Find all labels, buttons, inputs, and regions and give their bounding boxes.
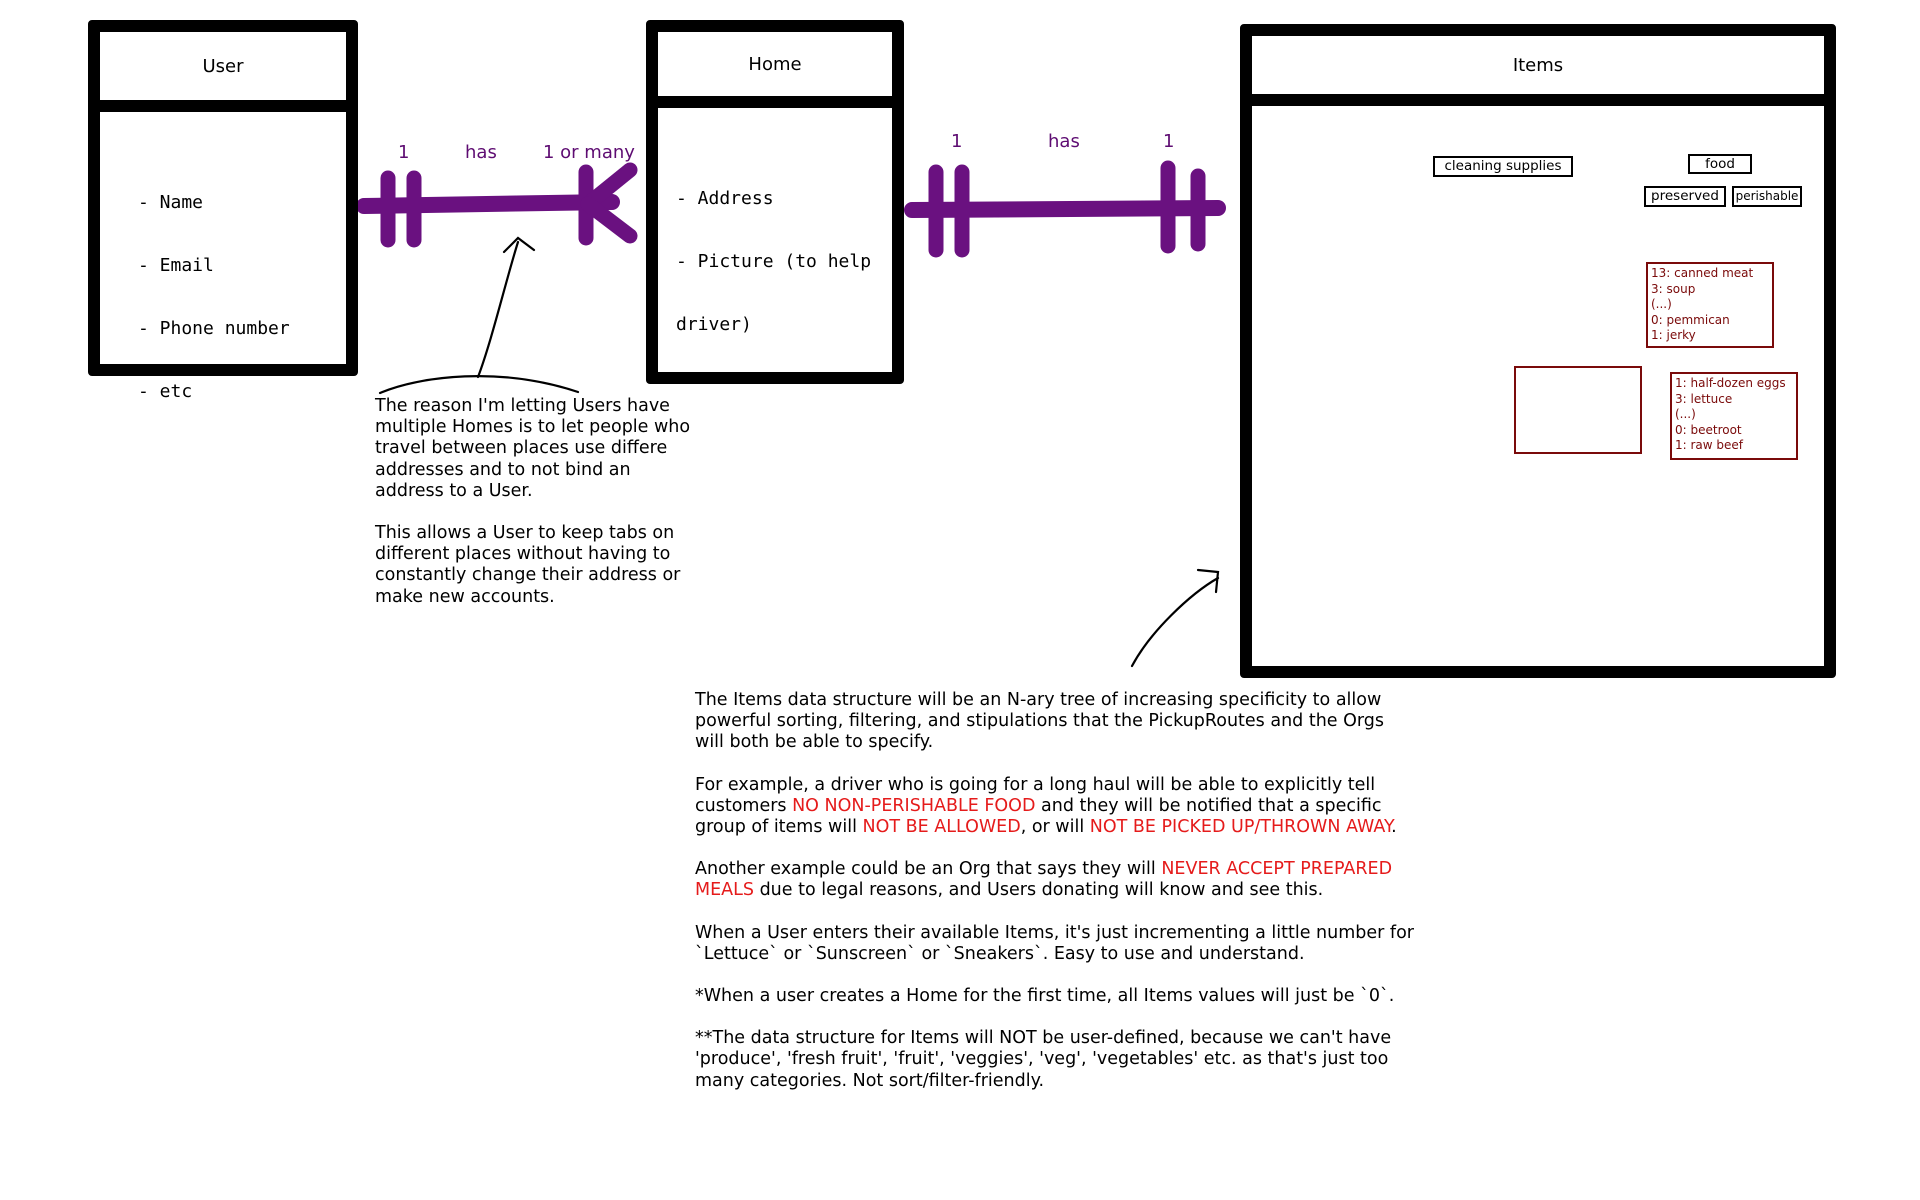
user-entity[interactable]: User - Name - Email - Phone number - etc	[88, 20, 358, 402]
tree-node-perishable: perishable	[1732, 186, 1802, 207]
items-entity-header: Items	[1252, 36, 1824, 106]
user-attribute: - etc	[138, 381, 193, 402]
tree-leaf-item: 0: pemmican	[1651, 312, 1730, 327]
user-attribute: - Name	[138, 192, 204, 213]
user-entity-title: User	[202, 55, 244, 77]
tree-leaf-item: 3: soup	[1651, 281, 1696, 296]
tree-leaf-item: (...)	[1651, 297, 1672, 311]
tree-leaf-item: 0: beetroot	[1675, 422, 1742, 437]
tree-box-perishable-items: 1: half-dozen eggs 3: lettuce (...) 0: b…	[1670, 372, 1798, 460]
items-note-emphasis: NEVER ACCEPT PREPARED MEALS	[695, 859, 1393, 901]
homes-note-paragraph: The reason I'm letting Users have multip…	[375, 396, 691, 501]
home-attribute: - Address	[676, 188, 774, 209]
items-note-text: For example, a driver who is going for a…	[695, 774, 1376, 816]
user-attribute: - Phone number	[138, 318, 290, 339]
home-items-relationship	[904, 160, 1226, 258]
items-entity[interactable]: Items	[1240, 24, 1836, 678]
items-note-text: due to legal reasons, and Users donating…	[754, 880, 1324, 901]
tree-leaf-item: 1: jerky	[1651, 328, 1696, 342]
homes-note: The reason I'm letting Users have multip…	[375, 396, 695, 629]
items-note-emphasis: NOT BE PICKED UP/THROWN AWAY	[1089, 817, 1392, 838]
user-attribute: - Email	[138, 255, 214, 276]
arrow-to-items	[1130, 568, 1220, 668]
items-note-paragraph-6: **The data structure for Items will NOT …	[695, 1028, 1392, 1091]
home-entity-title: Home	[748, 53, 802, 75]
home-entity-header: Home	[658, 32, 892, 108]
user-home-left-cardinality: 1	[398, 142, 410, 163]
items-entity-title: Items	[1512, 54, 1564, 76]
items-note-text: .	[1391, 817, 1397, 838]
user-home-right-cardinality: 1 or many	[543, 142, 635, 163]
items-note-emphasis: NOT BE ALLOWED	[862, 817, 1021, 838]
items-note: The Items data structure will be an N-ar…	[695, 690, 1415, 1113]
items-note-paragraph-3: Another example could be an Org that say…	[695, 859, 1415, 901]
tree-node-preserved: preserved	[1644, 186, 1726, 207]
tree-node-cleaning-supplies: cleaning supplies	[1433, 156, 1573, 177]
items-note-paragraph-5: *When a user creates a Home for the firs…	[695, 986, 1395, 1007]
home-items-verb: has	[1048, 131, 1080, 152]
tree-leaf-item: 1: raw beef	[1675, 438, 1744, 452]
home-items-left-cardinality: 1	[951, 131, 963, 152]
user-entity-header: User	[100, 32, 346, 112]
user-attribute-list: - Name - Email - Phone number - etc	[138, 150, 290, 444]
items-note-paragraph-4: When a User enters their available Items…	[695, 922, 1414, 964]
tree-leaf-item: 3: lettuce	[1675, 391, 1733, 406]
items-note-emphasis: NO NON-PERISHABLE FOOD	[792, 795, 1036, 816]
home-attribute-list: - Address - Picture (to help driver)	[676, 146, 871, 377]
home-entity[interactable]: Home - Address - Picture (to help driver…	[646, 20, 904, 384]
home-attribute: driver)	[676, 314, 752, 335]
homes-note-paragraph: This allows a User to keep tabs on diffe…	[375, 523, 681, 607]
items-note-text: and they will be notified that a specifi…	[695, 795, 1382, 838]
tree-node-food: food	[1688, 154, 1752, 174]
tree-box-cleaning-supplies	[1514, 366, 1642, 454]
user-home-relationship	[356, 162, 638, 248]
tree-leaf-item: 13: canned meat	[1651, 266, 1754, 280]
items-note-paragraph-2: For example, a driver who is going for a…	[695, 775, 1415, 839]
tree-box-preserved-items: 13: canned meat 3: soup (...) 0: pemmica…	[1646, 262, 1774, 348]
tree-leaf-item: 1: half-dozen eggs	[1675, 376, 1786, 390]
user-home-verb: has	[465, 142, 497, 163]
items-note-paragraph-1: The Items data structure will be an N-ar…	[695, 690, 1385, 753]
items-note-text: Another example could be an Org that say…	[695, 859, 1162, 880]
tree-leaf-item: (...)	[1675, 407, 1696, 421]
home-items-right-cardinality: 1	[1163, 131, 1175, 152]
items-note-text: , or will	[1020, 817, 1090, 838]
arrow-to-relationship	[378, 236, 580, 395]
home-attribute: - Picture (to help	[676, 251, 872, 272]
